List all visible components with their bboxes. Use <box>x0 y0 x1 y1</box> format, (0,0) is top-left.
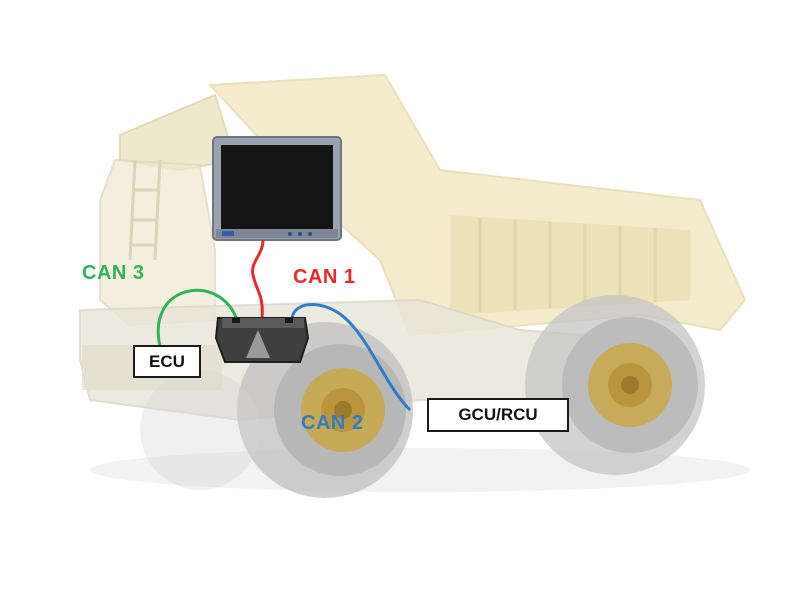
can3-label: CAN 3 <box>82 262 145 284</box>
can2-label: CAN 2 <box>301 412 364 434</box>
display-monitor <box>212 136 342 241</box>
controller-unit <box>214 317 310 363</box>
cab-ladder <box>128 159 162 261</box>
rear-wheel <box>525 295 705 475</box>
can1-wire <box>251 239 265 319</box>
inner-wheel-ghost <box>140 370 260 490</box>
monitor-brand-badge <box>222 231 234 236</box>
cab-canopy <box>119 93 237 172</box>
ecu-box: ECU <box>133 345 201 378</box>
can2-wire <box>290 303 412 412</box>
can1-label: CAN 1 <box>293 266 356 288</box>
dump-bed-ribs <box>478 218 657 312</box>
dump-bed-rib <box>450 215 690 315</box>
front-wheel <box>237 322 413 498</box>
can3-wire <box>156 288 239 347</box>
gcu-rcu-box: GCU/RCU <box>427 398 569 432</box>
